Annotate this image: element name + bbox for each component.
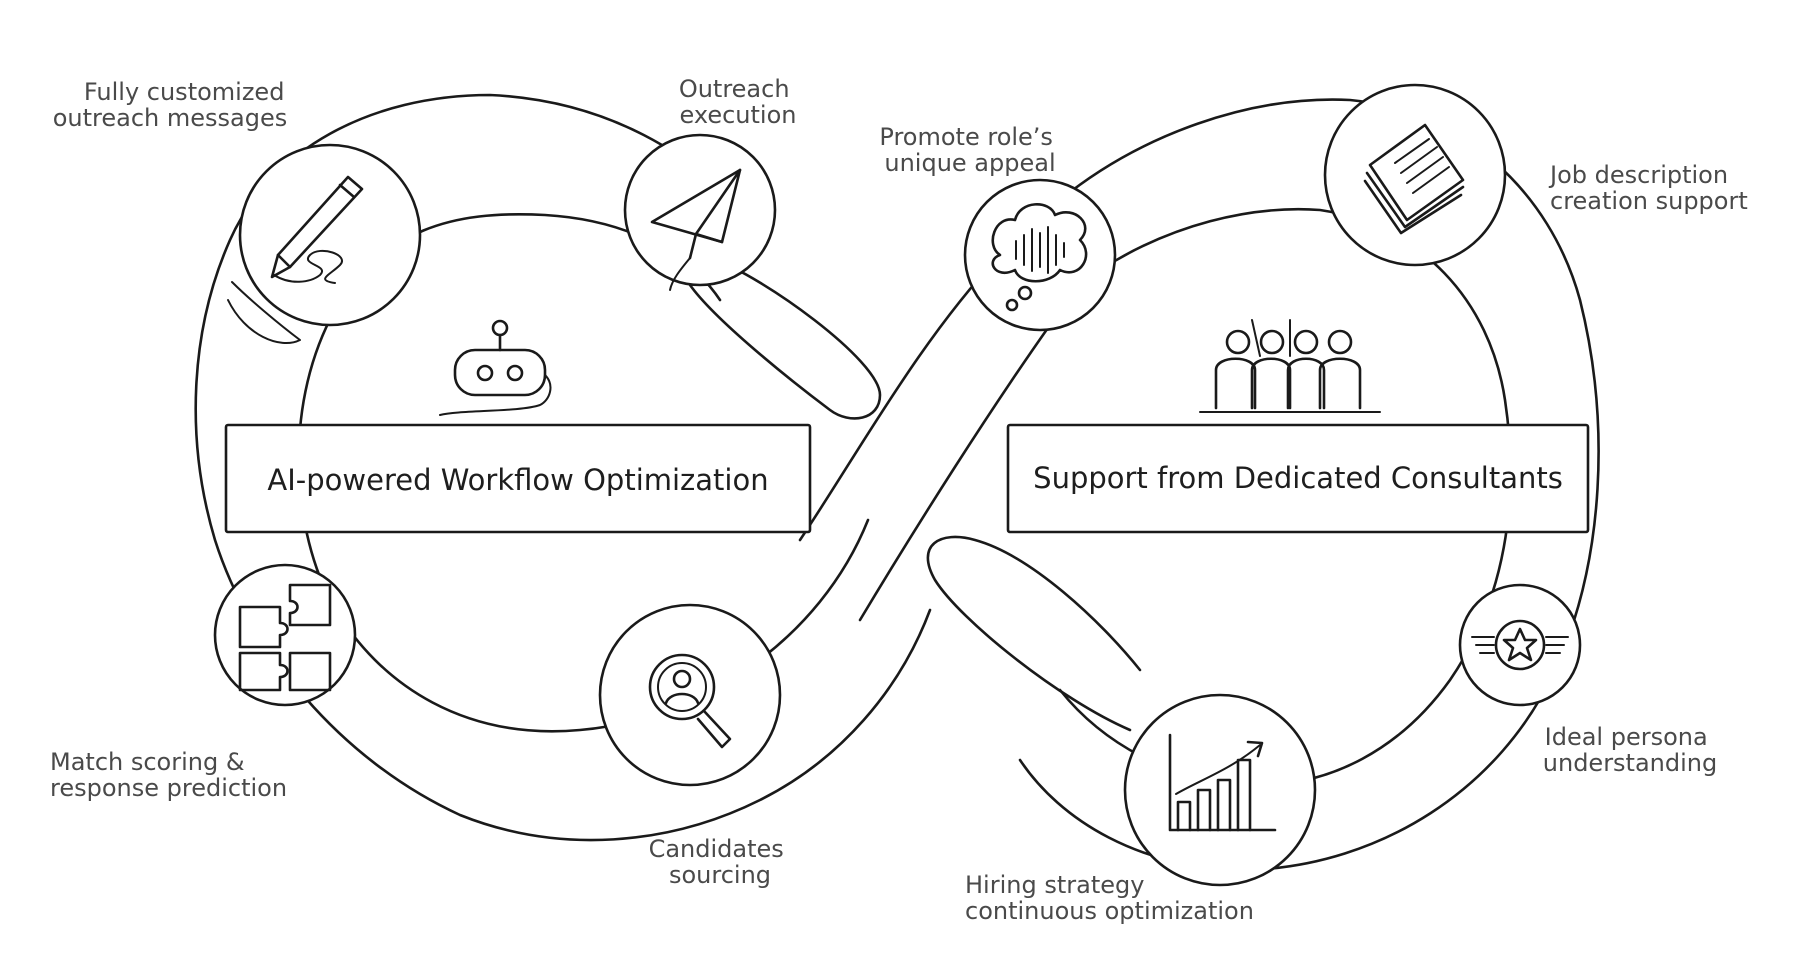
label-job-description: Job description creation support xyxy=(1548,161,1748,215)
step-promote-role xyxy=(963,178,1117,332)
magnifier-person-icon xyxy=(648,653,732,749)
label-promote-role: Promote role’s unique appeal xyxy=(879,123,1060,177)
step-match-scoring xyxy=(213,563,357,707)
documents-icon xyxy=(1363,123,1465,235)
label-ideal-persona: Ideal persona understanding xyxy=(1543,723,1717,777)
step-fully-customized-outreach xyxy=(227,143,422,345)
step-job-description xyxy=(1323,83,1507,267)
robot-icon xyxy=(439,319,552,416)
label-hiring-strategy: Hiring strategy continuous optimization xyxy=(965,871,1254,925)
label-fully-customized: Fully customized outreach messages xyxy=(53,78,292,132)
thought-bubble-icon xyxy=(991,203,1088,312)
step-ideal-persona xyxy=(1458,583,1582,707)
label-candidates-sourcing: Candidates sourcing xyxy=(649,835,792,889)
star-badge-icon xyxy=(1471,619,1569,671)
label-outreach-execution: Outreach execution xyxy=(679,75,797,129)
puzzle-icon xyxy=(238,583,332,692)
right-panel-title: Support from Dedicated Consultants xyxy=(1033,461,1563,495)
label-match-scoring: Match scoring & response prediction xyxy=(50,748,287,802)
growth-chart-icon xyxy=(1168,733,1277,832)
right-title-box: Support from Dedicated Consultants xyxy=(1006,423,1590,534)
step-outreach-execution xyxy=(623,133,777,291)
left-panel-title: AI-powered Workflow Optimization xyxy=(267,463,768,497)
left-title-box: AI-powered Workflow Optimization xyxy=(224,423,812,534)
step-candidates-sourcing xyxy=(598,603,782,787)
step-hiring-strategy xyxy=(1123,693,1317,887)
team-icon xyxy=(1199,319,1381,413)
pen-icon xyxy=(270,175,364,284)
paper-plane-icon xyxy=(650,168,742,291)
